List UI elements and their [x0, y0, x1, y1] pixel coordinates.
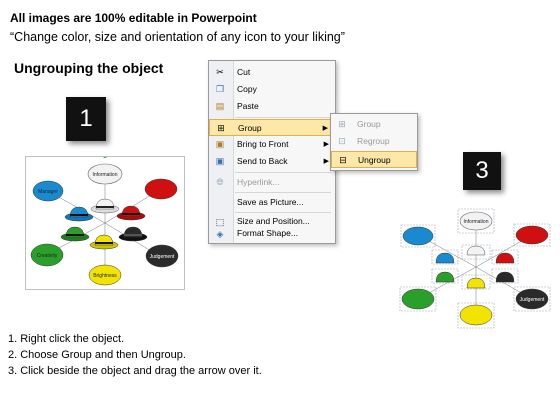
menu-item-size-and-position[interactable]: ⬚ Size and Position...	[215, 216, 310, 227]
format-shape-icon: ◈	[216, 229, 224, 239]
bring-to-front-icon: ▣	[215, 139, 225, 149]
hat-yellow	[466, 277, 486, 289]
hat-blue	[435, 252, 455, 264]
ungrouped-diagram[interactable]: Information Judgement	[396, 205, 556, 330]
submenu-arrow-icon: ▶	[323, 158, 329, 165]
header-tagline: “Change color, size and orientation of a…	[10, 30, 345, 44]
context-menu: ✂ Cut ❐ Copy ▤ Paste ⊞ Group ▶ ▣ Bring t…	[208, 60, 336, 244]
menu-item-group[interactable]: ⊞ Group ▶	[209, 119, 335, 136]
header-title: All images are 100% editable in Powerpoi…	[10, 11, 257, 25]
svg-text:Information: Information	[463, 219, 488, 225]
cloud-manager: Manager	[32, 180, 64, 202]
cloud-manager	[402, 226, 434, 246]
paste-icon: ▤	[215, 101, 225, 111]
hat-white	[466, 245, 486, 256]
submenu-item-regroup: ⊡ Regroup	[331, 133, 417, 150]
group-submenu: ⊞ Group ⊡ Regroup ⊟ Ungroup	[330, 113, 418, 171]
group-icon: ⊞	[217, 123, 225, 133]
hyperlink-icon: 🌐︎	[216, 177, 224, 187]
hat-white	[90, 198, 120, 214]
cloud-information: Information	[87, 163, 123, 185]
cloud-red	[144, 178, 178, 200]
cloud-judgement: Judgement	[515, 288, 549, 310]
hat-red	[116, 205, 146, 221]
hat-black	[118, 226, 148, 242]
step-badge-1: 1	[66, 97, 106, 141]
cloud-creativity	[401, 288, 435, 310]
menu-item-copy[interactable]: ❐ Copy	[215, 84, 257, 94]
cloud-brightness: Brightness	[88, 264, 122, 286]
svg-text:Information: Information	[92, 172, 117, 178]
hat-green	[435, 271, 455, 283]
submenu-arrow-icon: ▶	[322, 125, 328, 132]
hat-red	[495, 252, 515, 264]
svg-text:Judgement: Judgement	[520, 297, 545, 303]
menu-item-hyperlink: 🌐︎ Hyperlink...	[209, 174, 335, 191]
hat-blue	[64, 206, 94, 222]
menu-item-format-shape[interactable]: ◈ Format Shape...	[209, 226, 335, 241]
svg-text:Manager: Manager	[38, 189, 58, 195]
section-title: Ungrouping the object	[14, 60, 164, 76]
step-2: 2. Choose Group and then Ungroup.	[8, 349, 186, 361]
regroup-icon: ⊡	[338, 136, 346, 146]
hat-green	[60, 226, 90, 242]
hat-black	[495, 271, 515, 283]
svg-text:Brightness: Brightness	[93, 273, 117, 279]
cloud-red	[515, 225, 549, 245]
step-3: 3. Click beside the object and drag the …	[8, 365, 262, 377]
group-icon: ⊞	[338, 119, 346, 129]
svg-text:Judgement: Judgement	[150, 254, 175, 260]
size-position-icon: ⬚	[215, 217, 225, 227]
rotate-handle	[103, 154, 107, 158]
instruction-steps: 1. Right click the object. 2. Choose Gro…	[8, 331, 262, 379]
menu-item-paste[interactable]: ▤ Paste	[215, 101, 259, 111]
copy-icon: ❐	[215, 84, 225, 94]
menu-item-send-to-back[interactable]: ▣ Send to Back ▶	[209, 153, 335, 170]
svg-text:Creativity: Creativity	[37, 253, 58, 259]
cloud-creativity: Creativity	[30, 243, 64, 267]
ungroup-icon: ⊟	[339, 155, 347, 165]
hat-yellow	[89, 234, 119, 250]
menu-item-bring-to-front[interactable]: ▣ Bring to Front ▶	[209, 136, 335, 153]
menu-item-save-as-picture[interactable]: Save as Picture...	[237, 197, 304, 207]
cloud-brightness	[459, 304, 493, 326]
step-1: 1. Right click the object.	[8, 333, 125, 345]
cloud-information: Information	[459, 211, 493, 231]
submenu-item-group: ⊞ Group	[331, 116, 417, 133]
grouped-diagram[interactable]: Information Manager Creativity Judgement…	[25, 154, 185, 290]
scissors-icon: ✂	[216, 67, 224, 77]
cloud-judgement: Judgement	[145, 244, 179, 268]
submenu-arrow-icon: ▶	[323, 141, 329, 148]
submenu-item-ungroup[interactable]: ⊟ Ungroup	[331, 151, 417, 168]
send-to-back-icon: ▣	[215, 156, 225, 166]
menu-item-cut[interactable]: ✂ Cut	[209, 64, 335, 81]
step-badge-3: 3	[463, 152, 501, 190]
